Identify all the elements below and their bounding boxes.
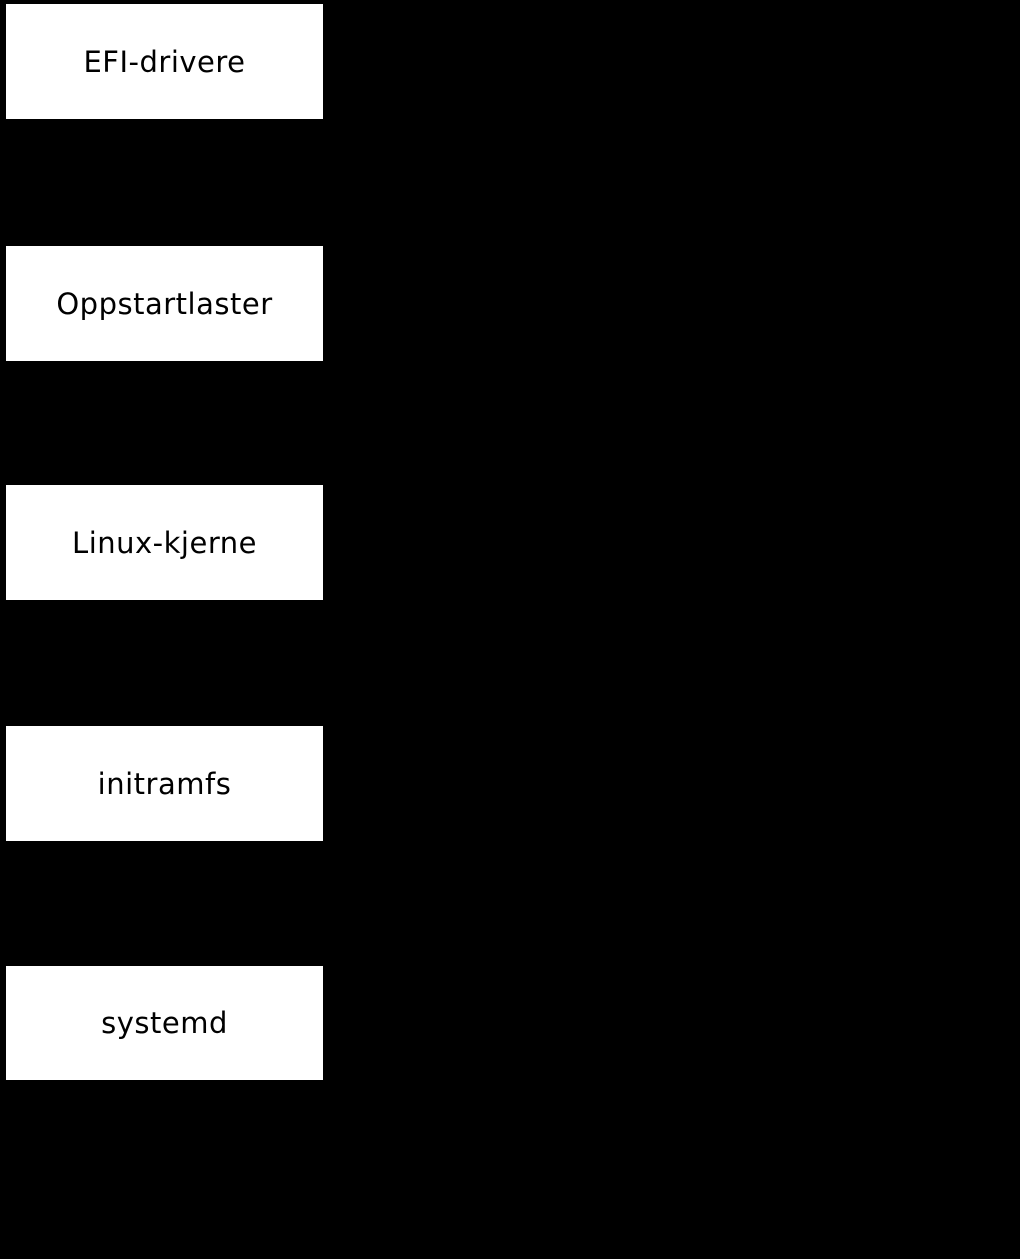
node-initramfs: initramfs bbox=[6, 726, 323, 841]
node-oppstartlaster: Oppstartlaster bbox=[6, 246, 323, 361]
node-efi-drivere: EFI-drivere bbox=[6, 4, 323, 119]
node-systemd-label: systemd bbox=[101, 1006, 228, 1040]
node-efi-drivere-label: EFI-drivere bbox=[83, 44, 246, 79]
node-linux-kjerne: Linux-kjerne bbox=[6, 485, 323, 600]
node-systemd: systemd bbox=[6, 966, 323, 1080]
node-linux-kjerne-label: Linux-kjerne bbox=[72, 525, 257, 560]
node-oppstartlaster-label: Oppstartlaster bbox=[56, 286, 273, 321]
node-initramfs-label: initramfs bbox=[97, 766, 232, 801]
